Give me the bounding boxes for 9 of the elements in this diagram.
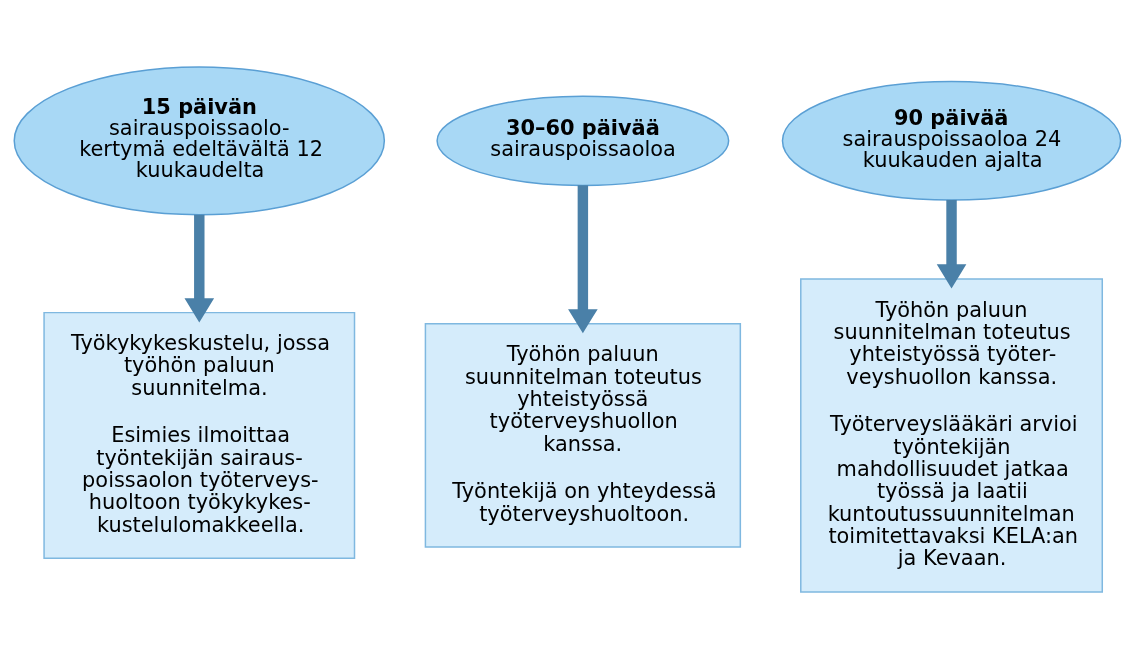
node-ellipse: 15 päivän sairauspoissaolo- kertymä edeltävältä 12 kuukaudelta xyxy=(13,66,386,216)
arrow xyxy=(568,185,598,334)
node-ellipse: 90 päivää sairauspoissaoloa 24 kuukauden ajalta xyxy=(781,80,1122,201)
node-ellipse: 30–60 päivää sairauspoissaoloa xyxy=(436,95,730,187)
node-box: Työhön paluun suunnitelman toteutus yhteistyössä työter- veyshuollon kanssa. Työterveyslääkäri arvioi työntekijän mahdollisuudet jatkaa työssä ja laatii kuntoutussuunnitelman toimitettavaksi KELA:an ja Kevaan. xyxy=(800,278,1104,593)
node-box: Työhön paluun suunnitelman toteutus yhteistyössä työterveyshuollon kanssa. Työntekijä on yhteydessä työterveyshuoltoon. xyxy=(424,323,742,548)
arrow xyxy=(184,214,215,323)
arrow xyxy=(936,199,967,289)
node-box: Työkykykeskustelu, jossa työhön paluun suunnitelma. Esimies ilmoittaa työntekijän sairaus- poissaolon työterveys- huoltoon työkykykes- kustelulomakkeella. xyxy=(43,311,356,560)
